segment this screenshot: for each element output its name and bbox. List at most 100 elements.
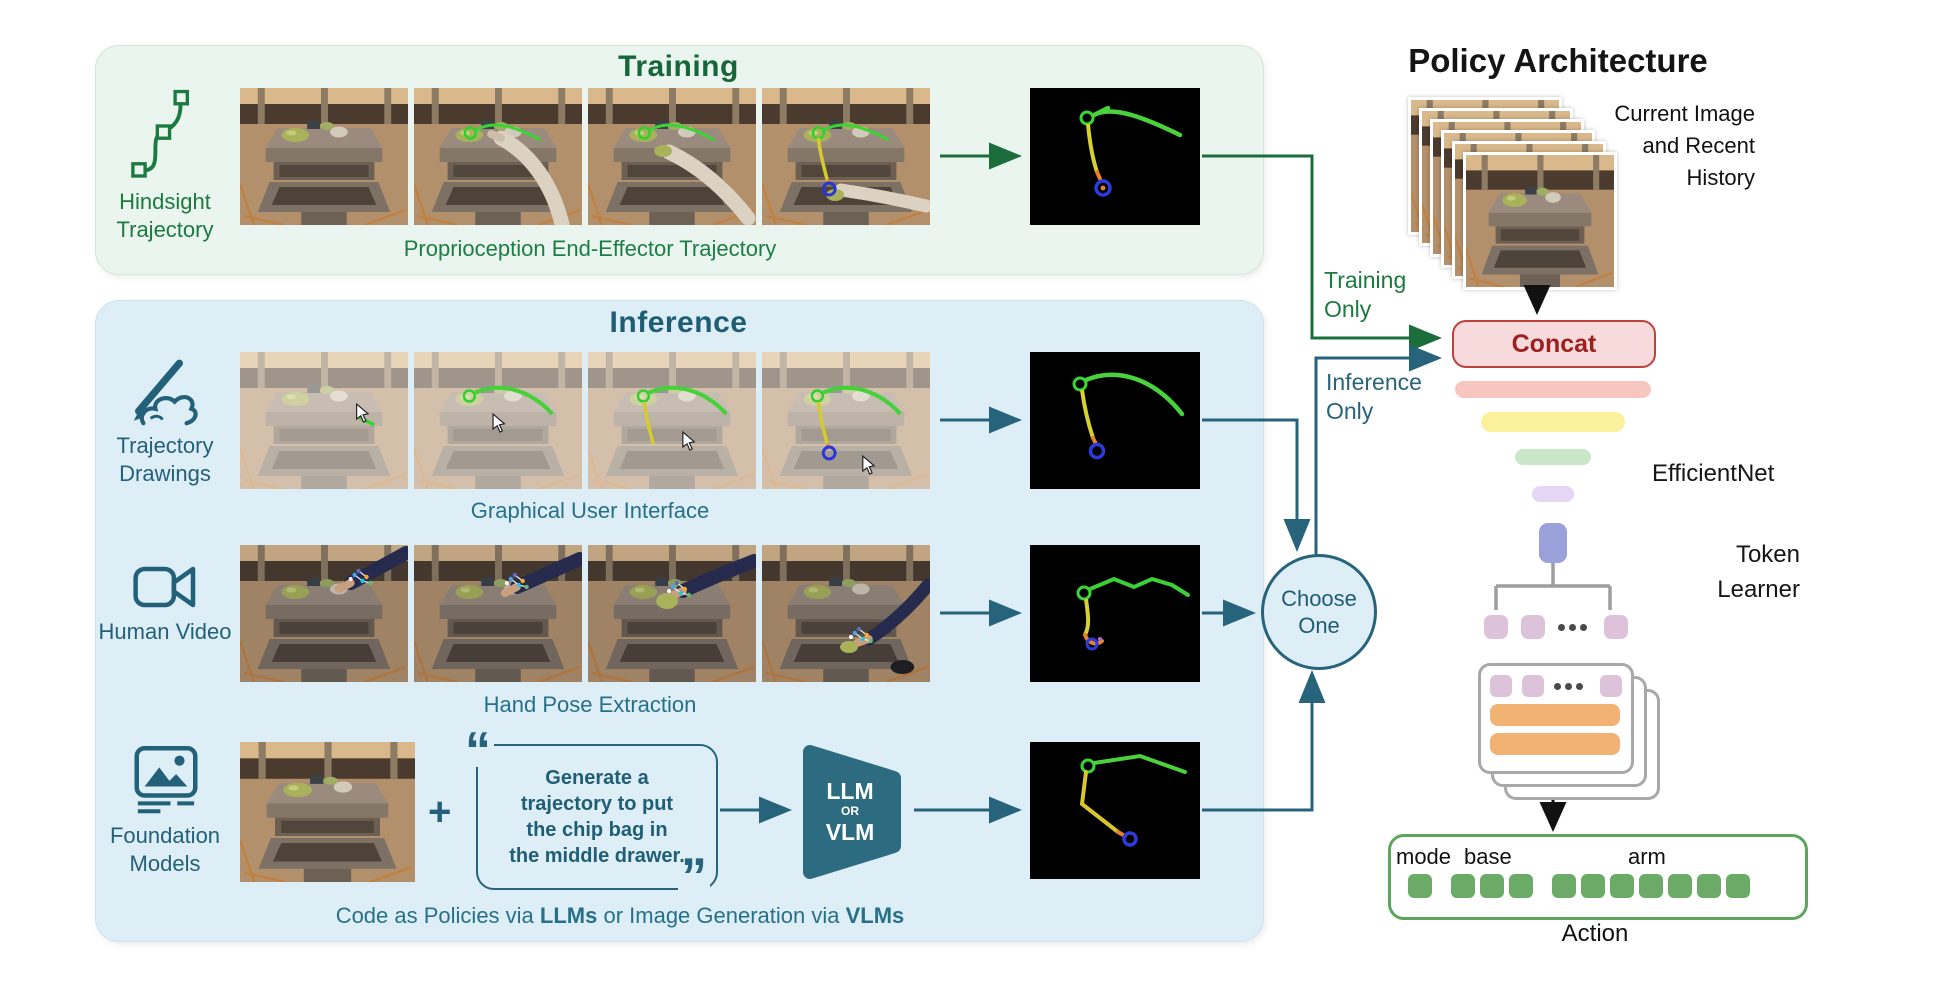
human-video-photo-1 <box>240 545 408 682</box>
plus-sign: + <box>428 790 452 834</box>
token-square <box>1521 615 1545 639</box>
efficientnet-bar-1 <box>1455 381 1651 398</box>
foundation-caption: Code as Policies via LLMs or Image Gener… <box>140 903 1100 929</box>
hand-drawing-pen-icon <box>126 356 204 433</box>
label-line: Learner <box>1717 575 1800 603</box>
token-square <box>1522 675 1544 697</box>
foundation-photo <box>240 742 415 882</box>
image-generation-icon <box>130 746 202 823</box>
token-block <box>1539 523 1567 563</box>
training-caption: Proprioception End-Effector Trajectory <box>403 236 777 261</box>
label-line: Token <box>1735 541 1800 568</box>
action-square <box>1480 874 1504 898</box>
close-quote-mark: ” <box>678 851 710 903</box>
efficientnet-bar-2 <box>1481 412 1625 432</box>
action-group-label-arm: arm <box>1628 844 1666 869</box>
llm-vlm-block <box>798 742 908 882</box>
prompt-line: trajectory to put <box>520 793 674 815</box>
policy-architecture-title: Policy Architecture <box>1408 42 1708 79</box>
transformer-card-front <box>1478 663 1634 774</box>
action-square-group-base <box>1451 874 1538 898</box>
training-photo-3 <box>588 88 756 225</box>
gui-photo-1 <box>240 352 408 489</box>
action-square <box>1726 874 1750 898</box>
action-square-group-arm <box>1552 874 1755 898</box>
caption-bold-vlms: VLMs <box>845 903 905 928</box>
training-title: Training <box>618 50 739 83</box>
token-square <box>1600 675 1622 697</box>
action-square <box>1408 874 1432 898</box>
foundation-trajectory-image <box>1030 742 1200 879</box>
inference-row3-label: Foundation Models <box>109 823 221 876</box>
action-square <box>1451 874 1475 898</box>
efficientnet-bar-3 <box>1515 449 1591 465</box>
video-camera-icon <box>132 560 200 619</box>
label-line: and Recent <box>1642 132 1755 158</box>
open-quote-mark: “ <box>462 725 494 777</box>
transformer-layer-bar <box>1490 733 1620 755</box>
training-only-label: Training Only <box>1324 267 1407 322</box>
token-square <box>1484 615 1508 639</box>
llm-vlm-label: LLM OR VLM <box>798 742 902 882</box>
or-line: OR <box>841 804 859 819</box>
label-line: Current Image <box>1614 101 1755 126</box>
human-video-photo-3 <box>588 545 756 682</box>
label-line: History <box>1686 164 1755 190</box>
action-square <box>1668 874 1692 898</box>
action-group-label-mode: mode <box>1396 844 1452 869</box>
human-video-photo-4 <box>762 545 930 682</box>
training-photo-4 <box>762 88 930 225</box>
action-square-group-mode <box>1408 874 1437 898</box>
vlm-line: VLM <box>825 818 875 845</box>
gui-caption: Graphical User Interface <box>470 498 710 523</box>
efficientnet-bar-4 <box>1532 486 1574 502</box>
caption-bold-llms: LLMs <box>539 903 598 928</box>
ellipsis-dots <box>1558 623 1591 631</box>
human-video-photo-2 <box>414 545 582 682</box>
prompt-bubble: Generate a trajectory to put the chip ba… <box>476 744 718 890</box>
inference-only-label: Inference Only <box>1326 369 1422 424</box>
prompt-line: the middle drawer. <box>509 845 685 867</box>
card-token-row <box>1490 675 1622 697</box>
llm-line: LLM <box>826 777 874 804</box>
token-learner-label: Token Learner <box>1690 538 1800 608</box>
gui-photo-4 <box>762 352 930 489</box>
token-square <box>1604 615 1628 639</box>
gui-photo-2 <box>414 352 582 489</box>
action-square <box>1581 874 1605 898</box>
action-square <box>1639 874 1663 898</box>
training-row-label: Hindsight Trajectory <box>116 189 214 242</box>
prompt-line: the chip bag in <box>526 819 668 841</box>
concat-label: Concat <box>1511 329 1597 358</box>
current-image-history-label: Current Image and Recent History <box>1595 98 1755 194</box>
concat-block: Concat <box>1452 320 1656 368</box>
caption-text: Code as Policies via <box>335 903 540 928</box>
transformer-layer-bar <box>1490 704 1620 726</box>
ellipsis-dots <box>1554 682 1587 690</box>
inference-row2-label: Human Video <box>98 619 232 644</box>
action-squares <box>1408 874 1769 898</box>
training-trajectory-image <box>1030 88 1200 225</box>
action-square <box>1509 874 1533 898</box>
prompt-line: Generate a <box>545 767 649 789</box>
current-image-frame <box>1463 152 1617 290</box>
efficientnet-label: EfficientNet <box>1652 460 1775 487</box>
token-row <box>1484 615 1641 639</box>
choose-one-node: Choose One <box>1261 554 1377 670</box>
gui-photo-3 <box>588 352 756 489</box>
inference-title: Inference <box>609 306 748 339</box>
action-square <box>1697 874 1721 898</box>
choose-one-label: Choose One <box>1281 585 1357 639</box>
gui-trajectory-image <box>1030 352 1200 489</box>
token-square <box>1490 675 1512 697</box>
inference-row1-label: Trajectory Drawings <box>116 433 214 486</box>
action-group-label-base: base <box>1464 844 1512 869</box>
human-video-caption: Hand Pose Extraction <box>483 692 697 717</box>
caption-text: or Image Generation via <box>597 903 846 928</box>
action-square <box>1552 874 1576 898</box>
spline-trajectory-icon <box>128 86 200 191</box>
training-photo-2 <box>414 88 582 225</box>
action-caption: Action <box>1561 920 1629 947</box>
action-square <box>1610 874 1634 898</box>
